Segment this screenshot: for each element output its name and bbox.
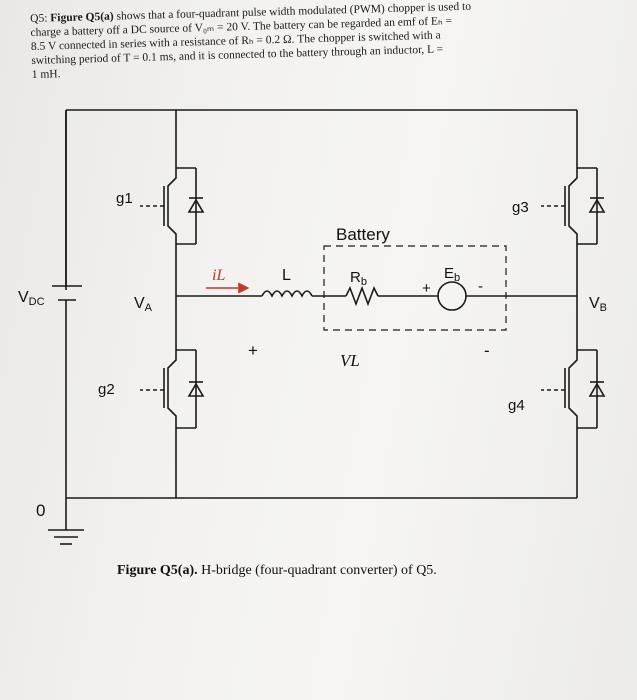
resistor: [345, 285, 379, 307]
battery-box: [323, 245, 507, 331]
vl-label: VL: [340, 351, 360, 370]
battery-label: Battery: [336, 225, 390, 244]
vb-label: VB: [589, 295, 607, 314]
inductor: [261, 290, 313, 298]
eb-plus: +: [422, 280, 431, 297]
g4-label: g4: [508, 397, 525, 414]
figure-caption: Figure Q5(a). H-bridge (four-quadrant co…: [117, 563, 437, 578]
switch-s4: [541, 349, 606, 429]
va-label: VA: [134, 295, 153, 314]
switch-s3: [541, 167, 606, 245]
g2-label: g2: [98, 381, 115, 398]
vl-minus: -: [484, 341, 490, 360]
emf-source: [437, 281, 467, 311]
switch-s2: [140, 349, 205, 429]
switch-s1: [140, 167, 205, 245]
g1-label: g1: [116, 190, 133, 207]
vl-plus: +: [248, 341, 258, 360]
vdc-label: VDC: [18, 289, 45, 308]
inductor-label: L: [282, 267, 291, 284]
g3-label: g3: [512, 199, 529, 216]
eb-label: Eb: [444, 265, 460, 284]
ground-label: 0: [36, 501, 45, 520]
rb-label: Rb: [350, 269, 367, 288]
il-label: iL: [212, 267, 225, 284]
eb-minus: -: [478, 278, 483, 295]
